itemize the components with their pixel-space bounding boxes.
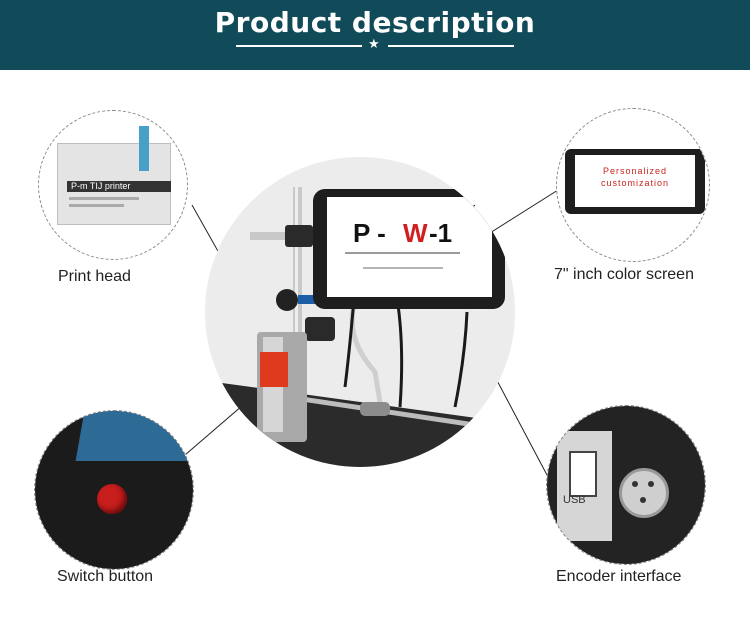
main-product-image: P - W -1 — [205, 157, 515, 467]
switch-detail — [34, 410, 194, 570]
screen-line-1: Personalized — [602, 166, 668, 176]
usb-port-icon[interactable] — [569, 451, 597, 497]
screen-title-mid: W — [403, 218, 428, 248]
header-divider-right — [388, 45, 514, 47]
screen-display: Personalized customization — [575, 155, 695, 207]
header-banner: Product description ★ — [0, 0, 750, 70]
label-switch-button: Switch button — [57, 568, 154, 585]
connector-icon[interactable] — [619, 468, 669, 518]
print-head-detail: P-m TIJ printer — [38, 110, 188, 260]
encoder-detail: USB — [546, 405, 706, 565]
screen-title-left: P - — [353, 218, 386, 248]
header-divider-left — [236, 45, 362, 47]
screen-detail: Personalized customization — [556, 108, 710, 262]
page-title: Product description — [214, 6, 536, 39]
screen-line-2: customization — [600, 178, 670, 188]
print-head-tab — [139, 126, 149, 171]
star-icon: ★ — [368, 36, 380, 51]
usb-label: USB — [563, 494, 586, 506]
screen-title-right: -1 — [429, 218, 452, 248]
print-head-product: TIJ printer — [89, 181, 131, 191]
print-head-brand: P-m — [71, 181, 88, 191]
label-encoder-interface: Encoder interface — [556, 568, 682, 585]
label-color-screen: 7" inch color screen — [554, 266, 694, 283]
label-print-head: Print head — [58, 268, 131, 285]
rocker-switch-icon[interactable] — [97, 484, 127, 514]
